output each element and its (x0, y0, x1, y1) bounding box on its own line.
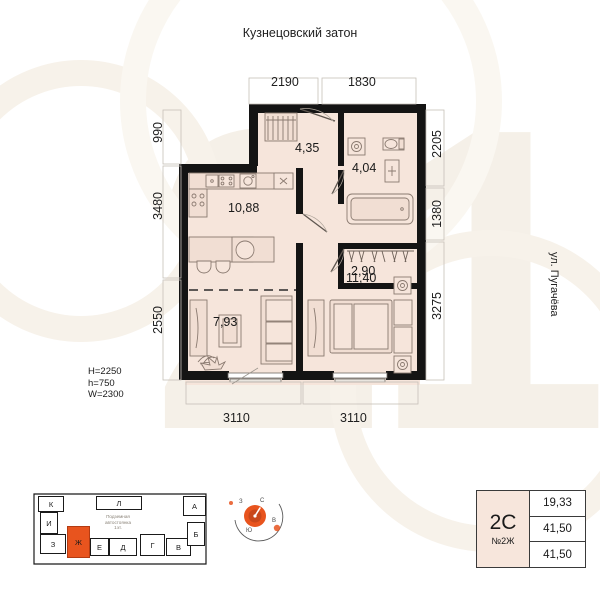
area-total: 41,50 (530, 517, 585, 543)
apartment-area-values: 19,33 41,50 41,50 (530, 491, 585, 567)
dimension-lines (162, 77, 445, 405)
minimap-section-label: К (48, 499, 54, 509)
minimap-section-i[interactable]: И (40, 512, 58, 534)
minimap-section-label: А (191, 501, 197, 511)
minimap-section-label: Ж (75, 537, 82, 547)
dimension-left-3: 2550 (151, 306, 165, 334)
dimension-top-1: 2190 (271, 75, 299, 89)
dimension-bottom-2: 3110 (340, 411, 367, 425)
minimap-section-l[interactable]: Л (96, 496, 142, 510)
minimap-section-z[interactable]: З (40, 534, 66, 554)
room-area-kitchen-living: 10,88 (228, 201, 260, 215)
minimap-section-label: Д (120, 542, 126, 552)
minimap-section-label: Г (150, 540, 155, 550)
minimap-section-b[interactable]: Б (187, 522, 205, 546)
minimap-section-label: Б (193, 529, 199, 539)
room-area-living-room: 7,93 (213, 315, 238, 329)
apartment-info-box: 2С №2Ж 19,33 41,50 41,50 (476, 490, 586, 568)
minimap-section-label: З (50, 539, 56, 549)
area-living: 19,33 (530, 491, 585, 517)
minimap-section-v[interactable]: В (166, 538, 191, 556)
dimension-left-1: 990 (151, 122, 165, 143)
windows (227, 372, 388, 383)
exterior-walls (179, 104, 426, 380)
room-area-bedroom: 11,40 (346, 271, 377, 285)
wardrobe-fixtures (347, 250, 414, 263)
page-title: Кузнецовский затон (242, 26, 358, 40)
ceiling-spec: H=2250 h=750 W=2300 (88, 366, 124, 400)
compass-rose: С В Ю З (229, 498, 284, 542)
minimap-section-label: И (46, 518, 52, 528)
apartment-type: 2С (489, 511, 517, 534)
minimap-section-zh[interactable]: Ж (67, 526, 90, 558)
minimap-parking-caption: Подземная автостоянка 1эт. (104, 514, 132, 531)
interior-walls (296, 110, 420, 380)
minimap-section-label: В (175, 542, 181, 552)
dimension-right-1: 2205 (430, 130, 444, 158)
minimap-section-label: Е (96, 542, 102, 552)
hallway-fixtures (264, 108, 345, 273)
room-area-hallway: 4,35 (295, 141, 320, 155)
kitchen-fixtures (188, 172, 294, 274)
area-full: 41,50 (543, 548, 572, 561)
dimension-bottom-1: 3110 (223, 411, 250, 425)
compass-east: В (272, 518, 276, 524)
compass-north: С (260, 498, 265, 504)
minimap-section-g[interactable]: Г (140, 534, 165, 556)
minimap-section-a[interactable]: А (183, 496, 206, 516)
minimap-section-e[interactable]: Е (90, 538, 109, 556)
apartment-type-block: 2С №2Ж (477, 491, 530, 567)
minimap-section-label: Л (116, 498, 122, 508)
bathroom-fixtures (346, 137, 414, 225)
room-area-bathroom: 4,04 (352, 161, 377, 175)
dimension-right-3: 3275 (430, 292, 444, 320)
apartment-number: №2Ж (491, 536, 515, 546)
living-furniture (189, 289, 296, 371)
dimension-right-2: 1380 (430, 200, 444, 228)
building-minimap[interactable]: К И З Ж Е Д Г В Б (30, 484, 210, 572)
dimension-top-2: 1830 (348, 75, 376, 89)
compass-south: Ю (246, 528, 252, 534)
minimap-section-k[interactable]: К (38, 496, 64, 512)
room-area-wardrobe: 2,90 (351, 264, 376, 278)
bedroom-furniture (307, 276, 413, 374)
compass-west: З (239, 499, 243, 505)
minimap-section-d[interactable]: Д (109, 538, 137, 556)
dimension-left-2: 3480 (151, 192, 165, 220)
street-label: ул. Пугачёва (548, 252, 560, 317)
